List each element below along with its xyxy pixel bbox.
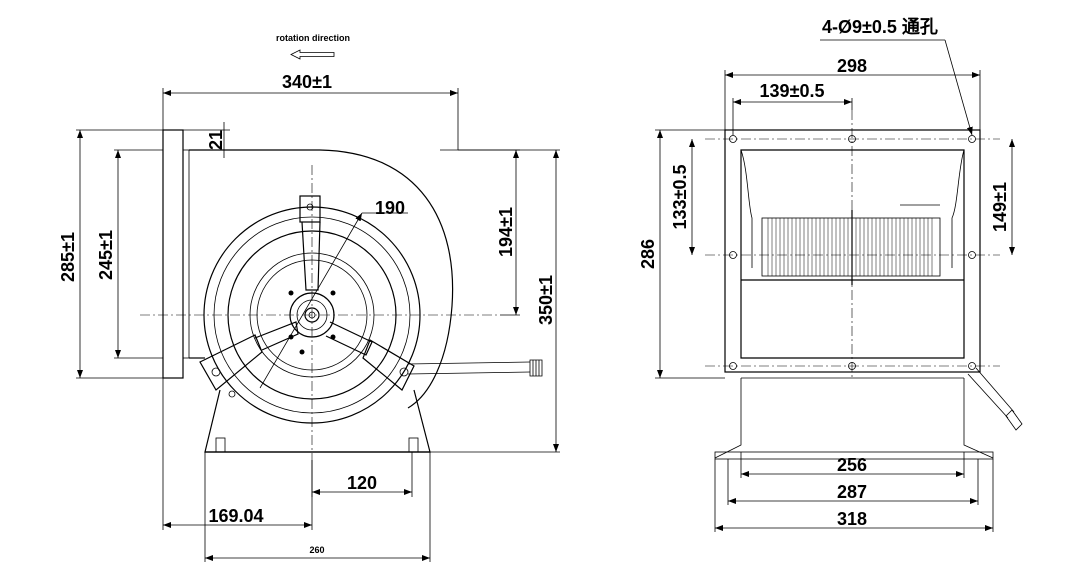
cable-end xyxy=(529,359,543,377)
impeller-blades xyxy=(767,218,933,276)
dimension-256: 256 xyxy=(837,455,867,475)
stand-base xyxy=(714,451,994,460)
dimension-190: 190 xyxy=(375,198,405,218)
left-bracket-arm xyxy=(254,321,299,351)
dimension-287: 287 xyxy=(837,482,867,502)
dimension-149: 149±1 xyxy=(990,182,1010,232)
dimension-260: 260 xyxy=(309,545,324,555)
dimension-340: 340±1 xyxy=(282,72,332,92)
side-housing-curves xyxy=(740,149,965,268)
front-view: rotation direction xyxy=(58,33,560,562)
leader-line-190 xyxy=(259,212,363,389)
mount-hole xyxy=(288,290,294,296)
dimension-133: 133±0.5 xyxy=(670,165,690,230)
dimension-350: 350±1 xyxy=(536,275,556,325)
dimension-298: 298 xyxy=(837,56,867,76)
left-bracket-foot xyxy=(199,334,263,391)
dimension-169: 169.04 xyxy=(208,506,263,526)
base-slot-right xyxy=(408,437,419,453)
side-view: 4-Ø9±0.5 通孔 298 139±0.5 133±0.5 149±1 28… xyxy=(638,17,1023,532)
mount-hole xyxy=(299,349,305,355)
base-slot-left xyxy=(215,437,226,453)
side-cable-end xyxy=(1005,409,1023,431)
right-bracket-foot xyxy=(362,339,415,391)
cable-wires xyxy=(532,360,540,376)
mount-hole xyxy=(330,290,336,296)
dimension-285: 285±1 xyxy=(58,232,78,282)
side-housing xyxy=(740,149,965,359)
rotation-arrow-icon xyxy=(290,49,335,60)
stand-legs xyxy=(714,378,994,459)
dimension-120: 120 xyxy=(347,473,377,493)
top-bracket-arm xyxy=(301,221,321,291)
right-bracket-arm xyxy=(325,321,373,356)
right-bracket-hole xyxy=(399,367,409,377)
outlet-flange xyxy=(162,129,184,379)
rotation-direction-label: rotation direction xyxy=(276,33,350,43)
base-hole xyxy=(228,390,236,398)
blower-housing xyxy=(162,129,543,453)
side-flange-plate xyxy=(724,129,981,373)
dimension-21: 21 xyxy=(206,130,226,150)
dimension-139: 139±0.5 xyxy=(760,81,825,101)
scroll-outer-curve xyxy=(319,149,454,409)
impeller-outline xyxy=(761,217,941,277)
top-bracket-tab xyxy=(299,195,321,223)
dimension-194: 194±1 xyxy=(496,207,516,257)
dimension-245: 245±1 xyxy=(96,230,116,280)
hole-note: 4-Ø9±0.5 通孔 xyxy=(822,17,938,37)
dimension-318: 318 xyxy=(837,509,867,529)
hole-note-leader xyxy=(944,39,973,136)
left-bracket-hole xyxy=(211,367,221,377)
outlet-flange-inner xyxy=(182,149,190,359)
cable xyxy=(407,361,531,375)
impeller xyxy=(761,204,941,285)
dimension-286: 286 xyxy=(638,239,658,269)
top-bracket-hole xyxy=(306,203,314,211)
side-stand xyxy=(714,377,994,460)
side-cable xyxy=(967,367,1015,419)
